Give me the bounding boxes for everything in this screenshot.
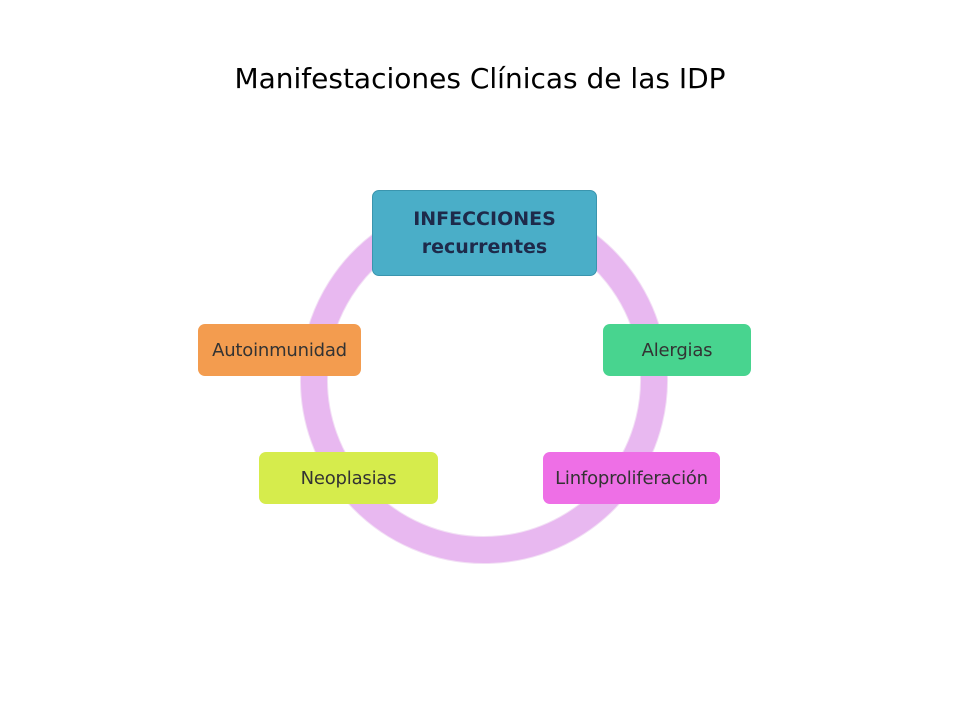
slide-title: Manifestaciones Clínicas de las IDP (234, 62, 726, 95)
node-alergias-label: Alergias (641, 339, 713, 361)
node-alergias: Alergias (603, 324, 751, 376)
node-infecciones-recurrentes: INFECCIONES recurrentes (372, 190, 597, 276)
node-autoinmunidad: Autoinmunidad (198, 324, 361, 376)
node-infecciones-line1: INFECCIONES (413, 208, 556, 230)
node-linfoproliferacion: Linfoproliferación (543, 452, 720, 504)
node-neoplasias: Neoplasias (259, 452, 438, 504)
node-linfoproliferacion-label: Linfoproliferación (555, 467, 708, 489)
node-autoinmunidad-label: Autoinmunidad (212, 339, 347, 361)
node-neoplasias-label: Neoplasias (300, 467, 397, 489)
node-infecciones-line2: recurrentes (421, 236, 548, 258)
